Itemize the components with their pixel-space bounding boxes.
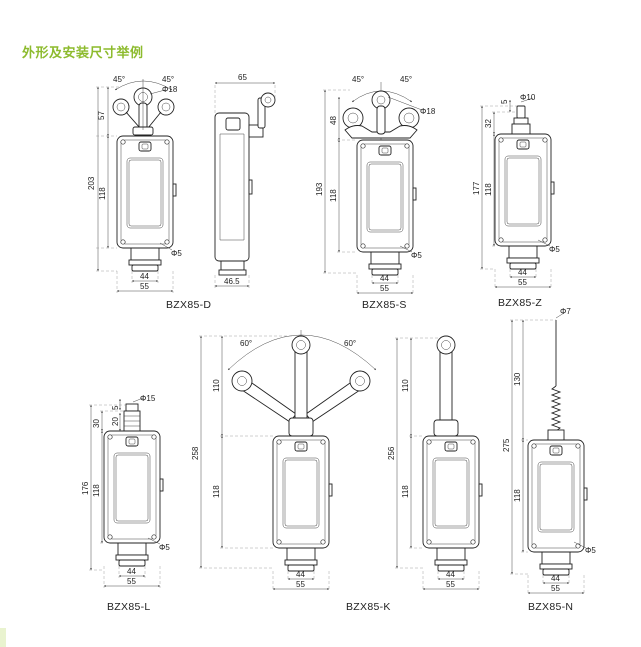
- z-phi5: Φ5: [549, 245, 560, 254]
- corner-decoration: [0, 628, 6, 647]
- model-bzx85-z: Φ10 5 32 177 118 Φ5 44 55 BZX85-Z: [472, 93, 560, 309]
- d-side-w65: 65: [238, 73, 247, 82]
- n-w44: 44: [551, 574, 560, 583]
- l-h30: 30: [92, 419, 101, 428]
- model-bzx85-l: Φ15 5 30 20 176 118 Φ5 44 55 BZX85-L: [81, 394, 170, 613]
- z-h32: 32: [484, 119, 493, 128]
- n-h275: 275: [502, 438, 511, 452]
- n-w55: 55: [551, 584, 560, 593]
- k-angle-right: 60°: [344, 339, 356, 348]
- k-h118: 118: [212, 485, 221, 498]
- d-side-w465: 46.5: [224, 277, 240, 286]
- l-w44: 44: [127, 567, 136, 576]
- n-caption: BZX85-N: [528, 601, 573, 613]
- l-h5: 5: [111, 405, 120, 410]
- page-heading: 外形及安装尺寸举例: [22, 46, 144, 61]
- d-angle-left: 45°: [113, 75, 125, 84]
- d-angle-right: 45°: [162, 75, 174, 84]
- n-h130: 130: [513, 372, 522, 386]
- s-h48: 48: [329, 116, 338, 125]
- n-rod-dia: Φ7: [560, 307, 571, 316]
- n-h118: 118: [513, 489, 522, 502]
- k2-h110: 110: [401, 379, 410, 392]
- model-bzx85-s: 45° 45° Φ18 48 193 118 Φ5 44 55 BZX85-S: [315, 75, 436, 311]
- d-h118: 118: [98, 187, 107, 200]
- s-h118: 118: [329, 189, 338, 202]
- z-h5: 5: [500, 99, 509, 104]
- s-phi5: Φ5: [411, 251, 422, 260]
- model-bzx85-d-side: 65 46.5: [214, 73, 276, 288]
- l-roller-dia: Φ15: [140, 394, 156, 403]
- z-w44: 44: [518, 268, 527, 277]
- model-bzx85-k-straight: 110 256 118 44 55: [387, 335, 483, 591]
- s-w55: 55: [380, 284, 389, 293]
- s-angle-right: 45°: [400, 75, 412, 84]
- l-w55: 55: [127, 577, 136, 586]
- s-caption: BZX85-S: [362, 299, 407, 311]
- k2-h118: 118: [401, 485, 410, 498]
- s-h193: 193: [315, 182, 324, 196]
- z-h118: 118: [484, 183, 493, 196]
- l-h20: 20: [111, 417, 120, 426]
- l-h176: 176: [81, 481, 90, 495]
- z-plunger-dia: Φ10: [520, 93, 536, 102]
- d-caption: BZX85-D: [166, 299, 211, 311]
- k-h110: 110: [212, 379, 221, 392]
- s-w44: 44: [380, 274, 389, 283]
- d-phi5: Φ5: [171, 249, 182, 258]
- model-bzx85-d: 45° 45° Φ18 57 203 118 Φ5 44 55 BZX85-D: [87, 75, 211, 311]
- s-angle-left: 45°: [352, 75, 364, 84]
- d-w55: 55: [140, 282, 149, 291]
- k-h258: 258: [191, 446, 200, 460]
- n-phi5: Φ5: [585, 546, 596, 555]
- k2-w44: 44: [446, 570, 455, 579]
- k-caption: BZX85-K: [346, 601, 391, 613]
- s-roller-dia: Φ18: [420, 107, 436, 116]
- l-caption: BZX85-L: [107, 601, 151, 613]
- k-w55: 55: [296, 580, 305, 589]
- model-bzx85-k-swing: 60° 60° 110 258 118 44 55 BZX85-K: [191, 330, 391, 613]
- z-h177: 177: [472, 181, 481, 195]
- k2-w55: 55: [446, 580, 455, 589]
- d-h57: 57: [97, 111, 106, 120]
- l-h118: 118: [92, 484, 101, 497]
- l-phi5: Φ5: [159, 543, 170, 552]
- model-bzx85-n: Φ7 130 275 118 Φ5 44 55 BZX85-N: [502, 307, 596, 613]
- d-h203: 203: [87, 176, 96, 190]
- z-w55: 55: [518, 278, 527, 287]
- k-w44: 44: [296, 570, 305, 579]
- k-angle-left: 60°: [240, 339, 252, 348]
- d-w44: 44: [140, 272, 149, 281]
- z-caption: BZX85-Z: [498, 297, 542, 309]
- d-roller-dia: Φ18: [162, 85, 178, 94]
- k2-h256: 256: [387, 446, 396, 460]
